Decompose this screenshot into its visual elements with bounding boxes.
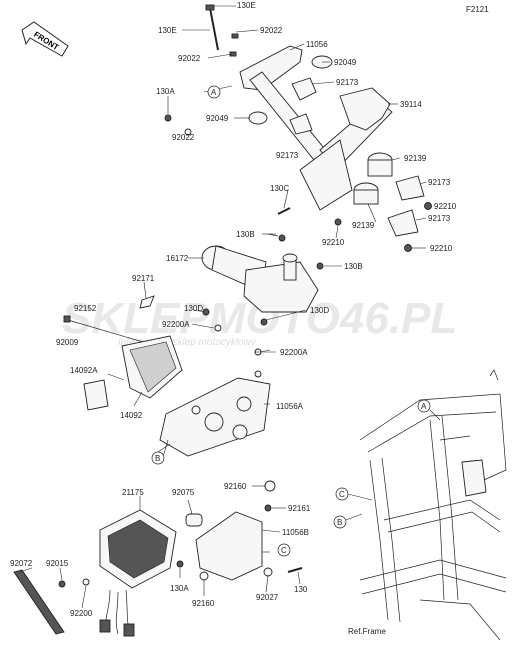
svg-text:C: C [339,490,345,499]
cover-14092a [83,379,109,411]
label-130a-bot: 130A [170,584,189,593]
ring-92049-b [248,111,268,125]
label-92139-a: 92139 [404,154,427,163]
label-92173-b: 92173 [276,151,299,160]
label-130c: 130C [270,184,289,193]
watermark-subtext: Internetowy sklep motocyklowy [118,337,257,348]
label-92161: 92161 [288,504,311,513]
label-11056: 11056 [306,40,328,49]
label-11056a: 11056A [276,402,304,411]
controller-21175 [99,509,177,637]
label-92022-a: 92022 [260,26,283,35]
plate-11056a [159,348,271,457]
label-14092: 14092 [120,411,143,420]
callout-a-2: A [417,399,431,413]
label-92009: 92009 [56,338,79,347]
bracket-11056b [176,480,303,581]
label-130e-left: 130E [158,26,177,35]
label-92022-b: 92022 [178,54,201,63]
callout-c-1: C [335,487,349,501]
svg-text:A: A [421,402,427,411]
label-130a-top: 130A [156,87,175,96]
label-11056b: 11056B [282,528,309,537]
label-92027: 92027 [256,593,279,602]
part-labels: 130E 130E 92022 11056 92022 92049 92173 … [10,1,457,618]
label-92049-b: 92049 [206,114,229,123]
cover-14092 [83,335,183,411]
label-92210-a: 92210 [434,202,457,211]
label-92075: 92075 [172,488,195,497]
label-130: 130 [294,585,308,594]
svg-text:C: C [281,546,287,555]
label-92210-c: 92210 [430,244,453,253]
label-92210-b: 92210 [322,238,345,247]
label-92173-a: 92173 [336,78,359,87]
label-92173-d: 92173 [428,214,451,223]
leader-lines [19,5,441,609]
label-92139-b: 92139 [352,221,375,230]
yoke-39114 [339,87,391,131]
label-92200a-b: 92200A [280,348,308,357]
label-21175: 21175 [122,488,144,497]
clip-92171 [139,295,155,309]
label-92160-b: 92160 [192,599,215,608]
label-92171: 92171 [132,274,155,283]
label-14092a: 14092A [70,366,98,375]
label-92049-a: 92049 [334,58,357,67]
label-92072: 92072 [10,559,33,568]
label-92015: 92015 [46,559,69,568]
steering-column-assembly [164,4,432,252]
diagram-code: F2121 [466,5,489,14]
svg-text:B: B [155,454,160,463]
label-92022-c: 92022 [172,133,195,142]
label-39114: 39114 [400,100,422,109]
callout-a-1: A [207,85,221,99]
label-92173-c: 92173 [428,178,451,187]
callout-b-2: B [333,515,347,529]
ref-frame-label: Ref.Frame [348,627,386,636]
label-130d-b: 130D [310,306,329,315]
label-16172: 16172 [166,254,189,263]
strap-92072 [13,569,65,635]
callout-c-2: C [277,543,291,557]
label-92152: 92152 [74,304,97,313]
bolt-130e [209,7,219,51]
label-130d-a: 130D [184,304,203,313]
front-arrow-icon: FRONT [21,21,69,57]
power-steering-motor-16172 [201,233,324,332]
label-130b-a: 130B [236,230,255,239]
label-92200a-a: 92200A [162,320,190,329]
frame-reference [359,369,507,641]
label-92200: 92200 [70,609,93,618]
svg-text:A: A [211,88,217,97]
label-130b-b: 130B [344,262,363,271]
label-130e-top: 130E [237,1,256,10]
label-92160-a: 92160 [224,482,247,491]
svg-text:B: B [337,518,342,527]
callout-b-1: B [151,451,165,465]
